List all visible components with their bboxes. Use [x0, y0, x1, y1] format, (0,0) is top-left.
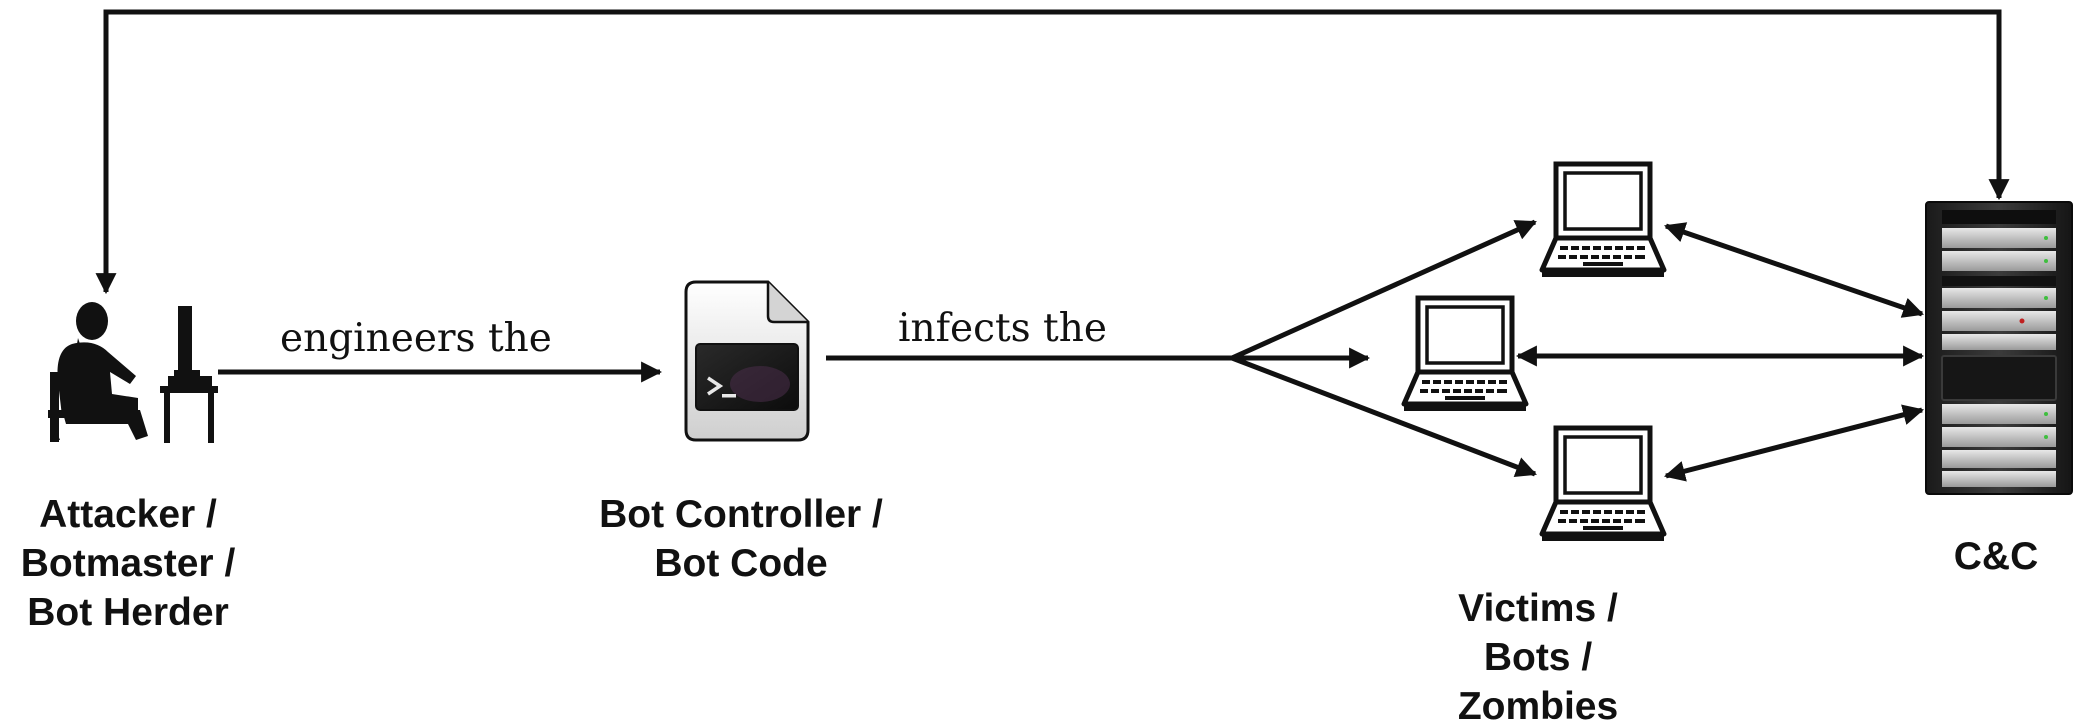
infects-arrow-top	[1230, 219, 1537, 361]
cnc-label: C&C	[1936, 532, 2056, 581]
infects-label: infects the	[898, 306, 1107, 351]
engineers-label: engineers the	[280, 316, 552, 361]
victims-label-line: Zombies	[1457, 685, 1619, 725]
laptop-icon	[1542, 164, 1664, 277]
terminal-file-icon	[684, 280, 810, 442]
cnc-link-bottom	[1663, 404, 1925, 482]
bot-controller-label-line: Bot Code	[654, 542, 828, 585]
cnc-label-line: C&C	[1953, 535, 2039, 578]
bot-controller-label-line: Bot Controller /	[599, 493, 883, 536]
infects-arrow-bottom	[1231, 355, 1537, 478]
attacker-label-line: Bot Herder	[27, 591, 229, 634]
server-rack-icon	[1925, 201, 2073, 495]
command-loop-arrow	[95, 9, 2010, 295]
person-at-computer-icon	[48, 302, 218, 443]
victims-label-line: Bots /	[1483, 636, 1593, 679]
attacker-label: Attacker / Botmaster / Bot Herder	[2, 490, 254, 637]
attacker-label-line: Botmaster /	[20, 542, 236, 585]
victims-label: Victims / Bots / Zombies	[1418, 584, 1658, 725]
laptop-icon	[1404, 298, 1526, 411]
victims-label-line: Victims /	[1458, 587, 1618, 630]
laptop-icon	[1542, 428, 1664, 541]
attacker-label-line: Attacker /	[39, 493, 217, 536]
bot-controller-label: Bot Controller / Bot Code	[568, 490, 914, 588]
cnc-link-top	[1664, 222, 1924, 318]
